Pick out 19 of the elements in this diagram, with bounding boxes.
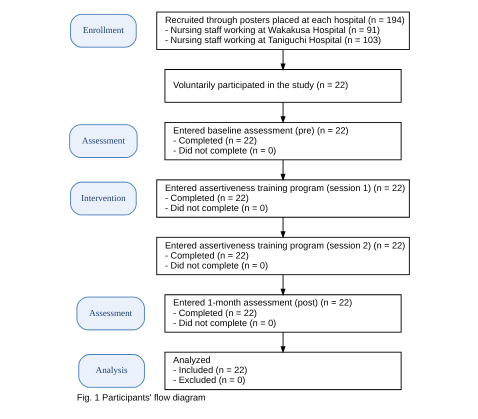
arrow xyxy=(280,274,286,296)
caption: Fig. 1 Participants' flow diagram xyxy=(76,392,206,403)
arrow xyxy=(280,332,286,354)
node-box: Recruited through posters placed at each hospital (n = 194) - Nursing staff working at Wakakusa Hospital (n = 91) - Nursing staff working at Taniguchi Hospital (n = 103) xyxy=(156,12,410,50)
arrow xyxy=(280,216,286,239)
node-box: Intervention xyxy=(70,182,136,216)
node-box: Voluntarily participated in the study (n = 22) xyxy=(164,69,402,103)
node-box: Assessment xyxy=(68,124,138,158)
node-box: Enrollment xyxy=(70,14,136,48)
node-box: Entered baseline assessment (pre) (n = 22) - Completed (n = 22) - Did not complete (n = 0) xyxy=(164,122,402,160)
node-box: Entered 1-month assessment (post) (n = 22) - Completed (n = 22) - Did not complete (n = 0) xyxy=(164,294,402,333)
node-box: Analysis xyxy=(78,354,144,388)
arrow xyxy=(280,102,286,124)
arrow xyxy=(280,49,286,71)
node-box: Entered assertiveness training program (session 2) (n = 22) - Completed (n = 22) - Did not complete (n = 0) xyxy=(156,236,410,276)
node-box: Assessment xyxy=(76,296,144,330)
arrow xyxy=(280,159,286,182)
node-box: Analyzed - Included (n = 22) - Excluded (n = 0) xyxy=(164,352,402,390)
node-box: Entered assertiveness training program (session 1) (n = 22) - Completed (n = 22) - Did not complete (n = 0) xyxy=(156,179,410,218)
